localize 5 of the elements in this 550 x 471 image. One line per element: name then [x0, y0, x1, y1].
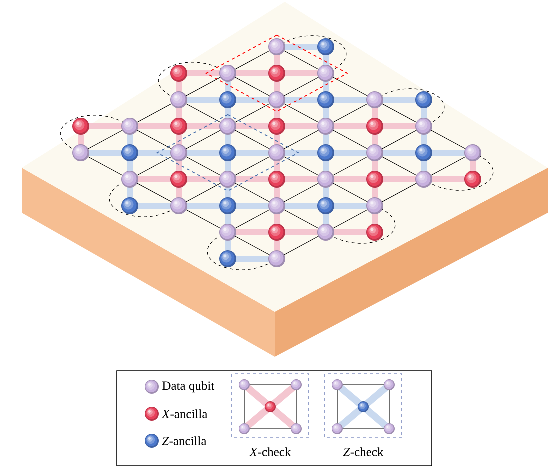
legend-label: X-ancilla — [162, 410, 208, 418]
legend-label: Data qubit — [162, 381, 215, 393]
legend-label: Z-ancilla — [162, 436, 207, 446]
check-label: X-check — [249, 448, 292, 456]
check-label: Z-check — [343, 448, 384, 456]
